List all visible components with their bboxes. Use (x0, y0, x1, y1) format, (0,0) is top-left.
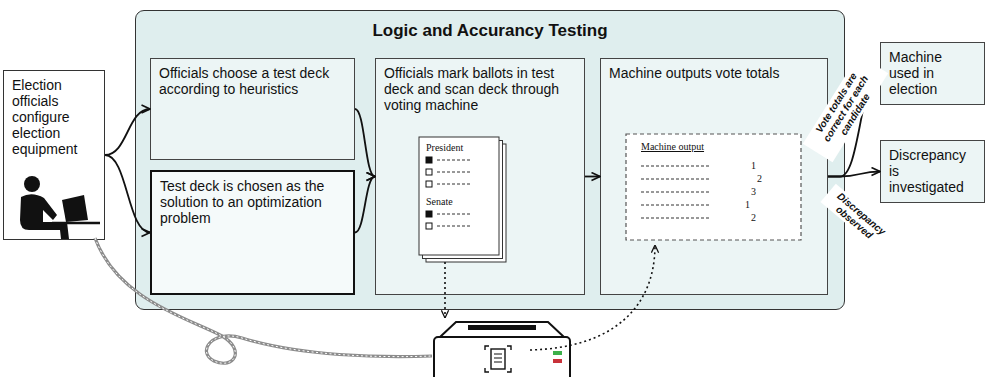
person-body (20, 194, 69, 239)
ballot-heading: President (426, 142, 463, 153)
vote-count: 2 (757, 173, 762, 184)
voting-machine (434, 322, 570, 377)
red-light (553, 359, 562, 363)
checkbox (426, 169, 432, 175)
checkbox (426, 181, 432, 187)
panel-title: Logic and Accurancy Testing (136, 21, 844, 41)
actor-box: Election officials configure election eq… (3, 70, 105, 240)
ballot-rows (426, 157, 472, 229)
green-light (553, 351, 562, 355)
output-lines (641, 166, 709, 218)
node-text: Test deck is chosen as the solution to a… (160, 178, 345, 226)
laptop-screen (62, 195, 88, 222)
process-box: Test deck is chosen as the solution to a… (150, 170, 355, 295)
checkbox-filled (426, 157, 432, 163)
process-box: Machine outputs vote totalsMachine outpu… (600, 58, 828, 295)
vote-count: 2 (751, 212, 756, 223)
node-text: Discrepancy is investigated (889, 147, 976, 195)
checkbox-filled (426, 211, 432, 217)
process-box: Officials choose a test deck according t… (150, 58, 355, 160)
person-head (24, 176, 40, 192)
vote-count: 1 (751, 160, 756, 171)
laptop-base (52, 222, 100, 225)
document-icon (491, 349, 505, 369)
machine-body (434, 337, 570, 377)
machine-lid (440, 322, 564, 337)
ballot-sheet (419, 137, 499, 255)
output-frame (626, 134, 801, 240)
ballot-heading: Senate (426, 196, 453, 207)
process-box: Officials mark ballots in test deck and … (375, 58, 585, 295)
node-text: Officials mark ballots in test deck and … (384, 65, 576, 113)
outcome-box: Machine used in election (880, 42, 985, 105)
node-text: Machine used in election (889, 49, 976, 97)
output-heading: Machine output (641, 141, 704, 152)
outcome-box: Discrepancy is investigated (880, 140, 985, 203)
output-display (601, 59, 829, 296)
document-lines (494, 354, 502, 362)
vote-count: 1 (745, 199, 750, 210)
ballot-slot (468, 325, 536, 330)
vote-count: 3 (751, 186, 756, 197)
scan-frame (485, 346, 511, 372)
node-text: Machine outputs vote totals (609, 65, 819, 81)
checkbox (426, 223, 432, 229)
process-panel: Logic and Accurancy TestingOfficials cho… (135, 10, 845, 310)
candidate-lines (437, 160, 472, 226)
node-text: Officials choose a test deck according t… (159, 65, 346, 97)
node-text: Election officials configure election eq… (12, 77, 96, 157)
